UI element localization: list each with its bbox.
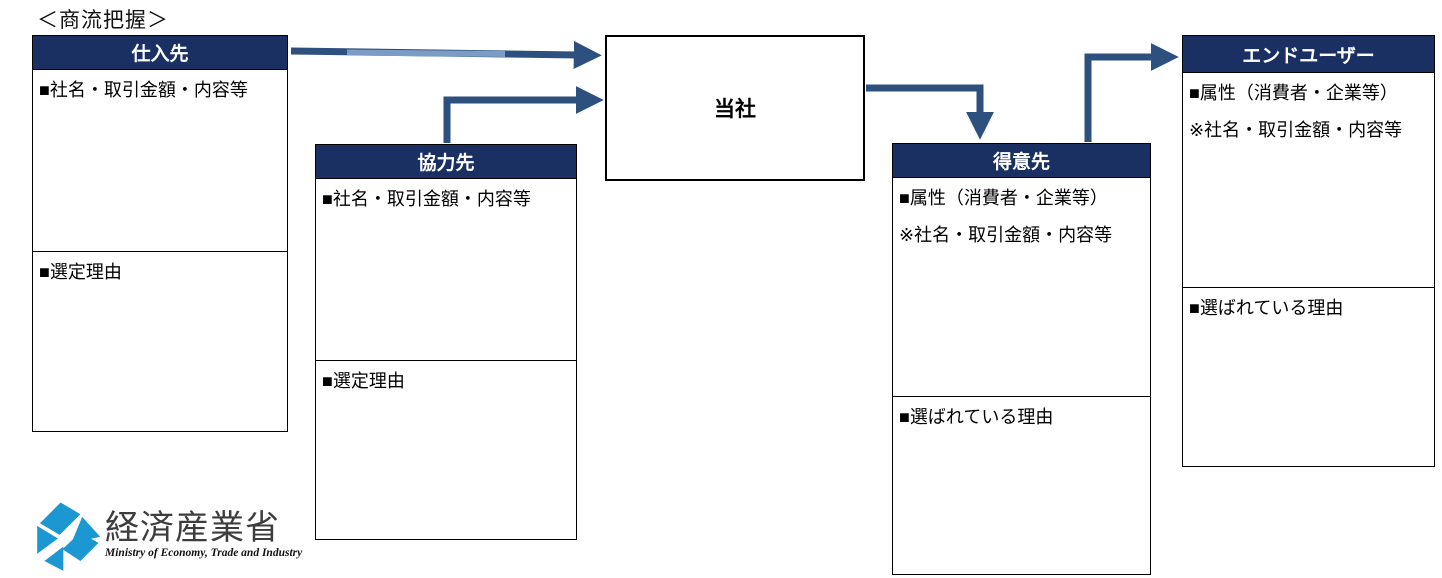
arrow-customer-to-enduser — [1084, 43, 1179, 142]
customer-box: 得意先 ■属性（消費者・企業等） ※社名・取引金額・内容等 ■選ばれている理由 — [892, 143, 1151, 575]
customer-header: 得意先 — [893, 144, 1150, 178]
supplier-box: 仕入先 ■社名・取引金額・内容等 ■選定理由 — [32, 35, 288, 432]
diagram-title: ＜商流把握＞ — [37, 9, 169, 32]
partner-reason-line: ■選定理由 — [322, 371, 405, 391]
arrow-partner-to-company — [443, 86, 604, 143]
partner-reason-section: ■選定理由 — [316, 361, 576, 539]
supplier-reason-section: ■選定理由 — [33, 252, 287, 431]
partner-details-line: ■社名・取引金額・内容等 — [322, 189, 531, 209]
customer-reason-line: ■選ばれている理由 — [899, 407, 1054, 427]
partner-details-section: ■社名・取引金額・内容等 — [316, 179, 576, 361]
supplier-details-line: ■社名・取引金額・内容等 — [39, 80, 248, 100]
enduser-attribute-line: ■属性（消費者・企業等） — [1189, 83, 1398, 103]
enduser-header: エンドユーザー — [1183, 36, 1434, 73]
customer-note-line: ※社名・取引金額・内容等 — [899, 225, 1113, 245]
partner-box: 協力先 ■社名・取引金額・内容等 ■選定理由 — [315, 144, 577, 540]
supplier-details-section: ■社名・取引金額・内容等 — [33, 70, 287, 252]
supplier-reason-line: ■選定理由 — [39, 262, 122, 282]
customer-reason-section: ■選ばれている理由 — [893, 397, 1150, 574]
meti-logo-name-jp: 経済産業省 — [105, 509, 280, 547]
enduser-reason-line: ■選ばれている理由 — [1189, 298, 1344, 318]
customer-details-section: ■属性（消費者・企業等） ※社名・取引金額・内容等 — [893, 178, 1150, 397]
arrow-supplier-to-company — [290, 40, 602, 69]
meti-logo-name-en: Ministry of Economy, Trade and Industry — [105, 547, 303, 559]
company-box: 当社 — [605, 35, 865, 181]
enduser-reason-section: ■選ばれている理由 — [1183, 288, 1434, 466]
partner-header: 協力先 — [316, 145, 576, 179]
meti-logo-text: 経済産業省 Ministry of Economy, Trade and Ind… — [105, 492, 302, 559]
meti-logo: 経済産業省 Ministry of Economy, Trade and Ind… — [30, 492, 302, 576]
customer-attribute-line: ■属性（消費者・企業等） — [899, 188, 1108, 208]
arrow-company-to-customer — [866, 84, 994, 140]
supplier-header: 仕入先 — [33, 36, 287, 70]
company-label: 当社 — [714, 98, 756, 121]
meti-logo-icon — [37, 502, 101, 571]
enduser-details-section: ■属性（消費者・企業等） ※社名・取引金額・内容等 — [1183, 73, 1434, 288]
enduser-box: エンドユーザー ■属性（消費者・企業等） ※社名・取引金額・内容等 ■選ばれてい… — [1182, 35, 1435, 467]
arrow-supplier-to-company-highlight — [346, 49, 506, 57]
enduser-note-line: ※社名・取引金額・内容等 — [1189, 120, 1403, 140]
